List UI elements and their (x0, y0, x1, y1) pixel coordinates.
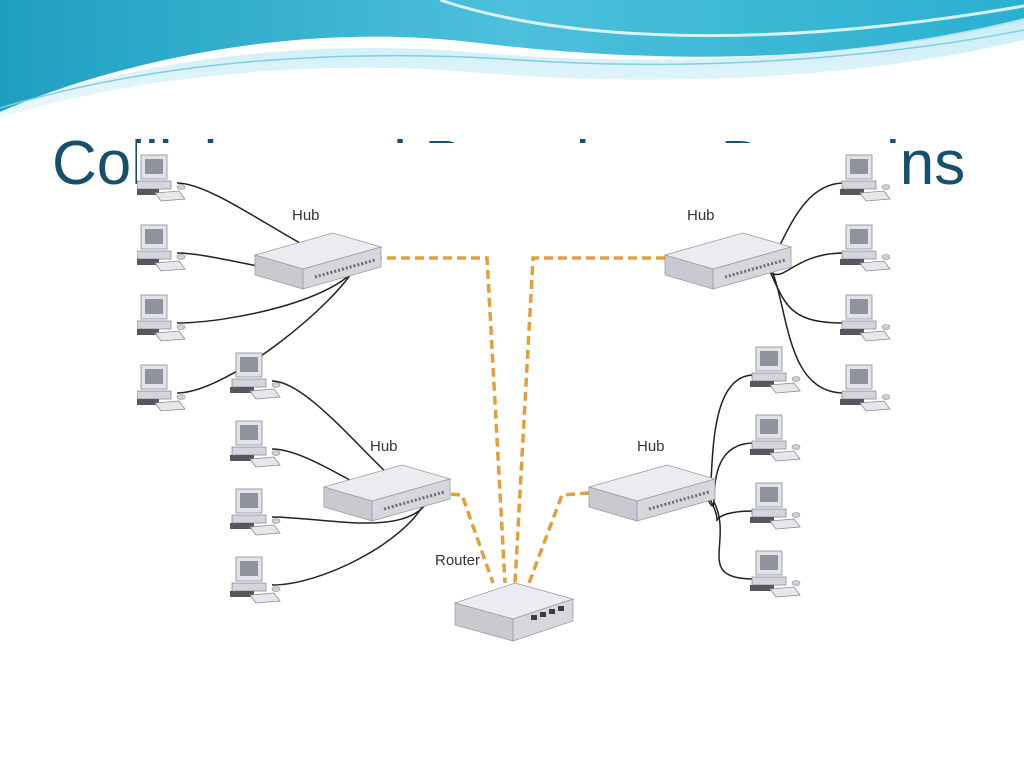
computer-icon (839, 154, 891, 202)
computer-icon (749, 482, 801, 530)
computer-icon (134, 364, 186, 412)
pc-cable (713, 501, 755, 580)
hub-icon (253, 231, 383, 291)
computer-icon (229, 352, 281, 400)
hub-icon (322, 463, 452, 523)
computer-icon (839, 294, 891, 342)
hub-label: Hub (292, 207, 320, 224)
router-icon (453, 582, 575, 642)
hub-label: Hub (637, 438, 665, 455)
computer-icon (229, 420, 281, 468)
computer-icon (839, 364, 891, 412)
computer-icon (229, 488, 281, 536)
pc-cable (176, 263, 358, 394)
computer-icon (134, 294, 186, 342)
computer-icon (134, 224, 186, 272)
pc-cable (768, 263, 845, 394)
router-label: Router (435, 552, 480, 569)
computer-icon (229, 556, 281, 604)
computer-icon (134, 154, 186, 202)
computer-icon (749, 550, 801, 598)
pc-cable (764, 260, 845, 324)
pc-cable (271, 501, 426, 586)
hub-label: Hub (370, 438, 398, 455)
computer-icon (839, 224, 891, 272)
hub-label: Hub (687, 207, 715, 224)
header-wave (0, 0, 1024, 118)
hub-router-link (373, 256, 507, 584)
hub-router-link (436, 491, 495, 584)
hub-router-link (527, 491, 590, 584)
hub-icon (663, 231, 793, 291)
hub-icon (587, 463, 717, 523)
computer-icon (749, 346, 801, 394)
computer-icon (749, 414, 801, 462)
hub-router-link (513, 256, 665, 584)
pc-cable (709, 498, 755, 522)
